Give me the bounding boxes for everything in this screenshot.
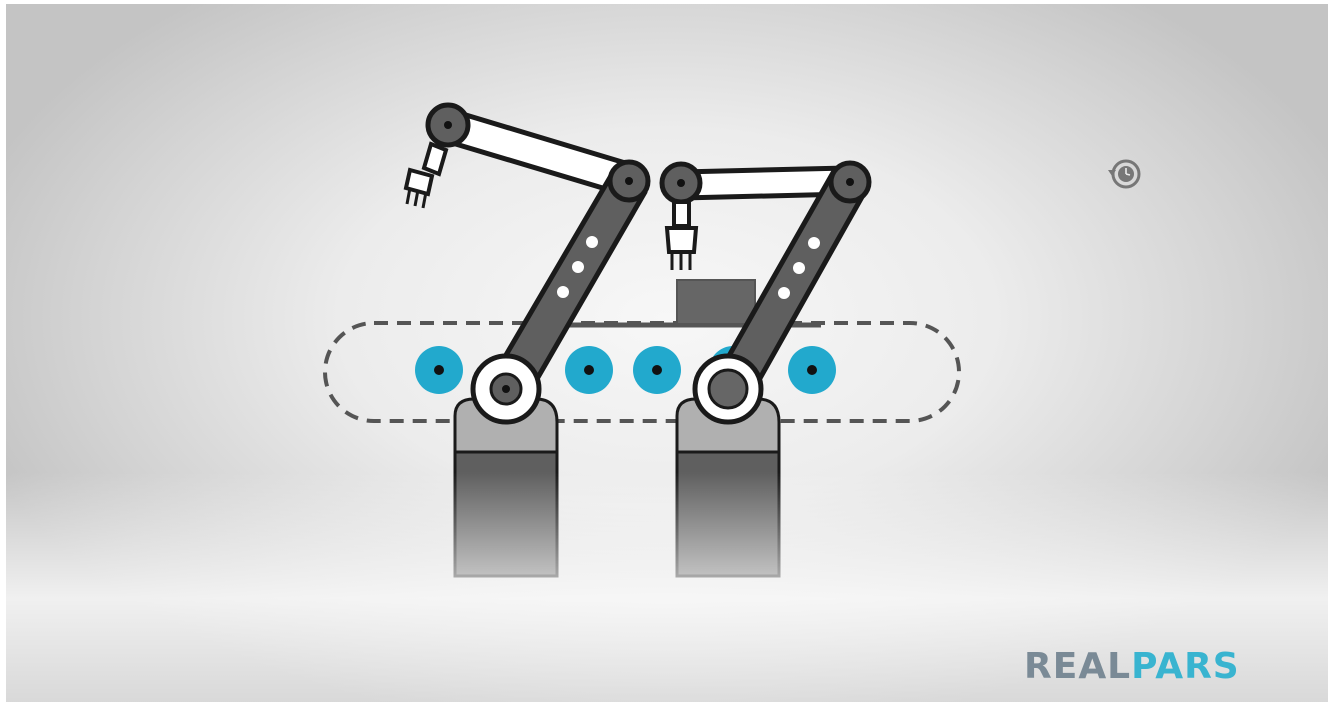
logo-text-pars: PARS xyxy=(1131,646,1240,687)
left-robot-arm xyxy=(406,105,648,576)
robot-arms-illustration xyxy=(6,4,1328,702)
realpars-logo: REALPARS xyxy=(1024,649,1240,685)
roller xyxy=(633,346,681,394)
roller xyxy=(415,346,463,394)
right-robot-arm xyxy=(662,163,869,576)
logo-text-real: REAL xyxy=(1024,646,1131,687)
roller xyxy=(788,346,836,394)
clock-history-icon xyxy=(1106,156,1142,192)
package-box xyxy=(677,280,755,324)
video-frame: REALPARS xyxy=(6,4,1328,702)
roller xyxy=(565,346,613,394)
